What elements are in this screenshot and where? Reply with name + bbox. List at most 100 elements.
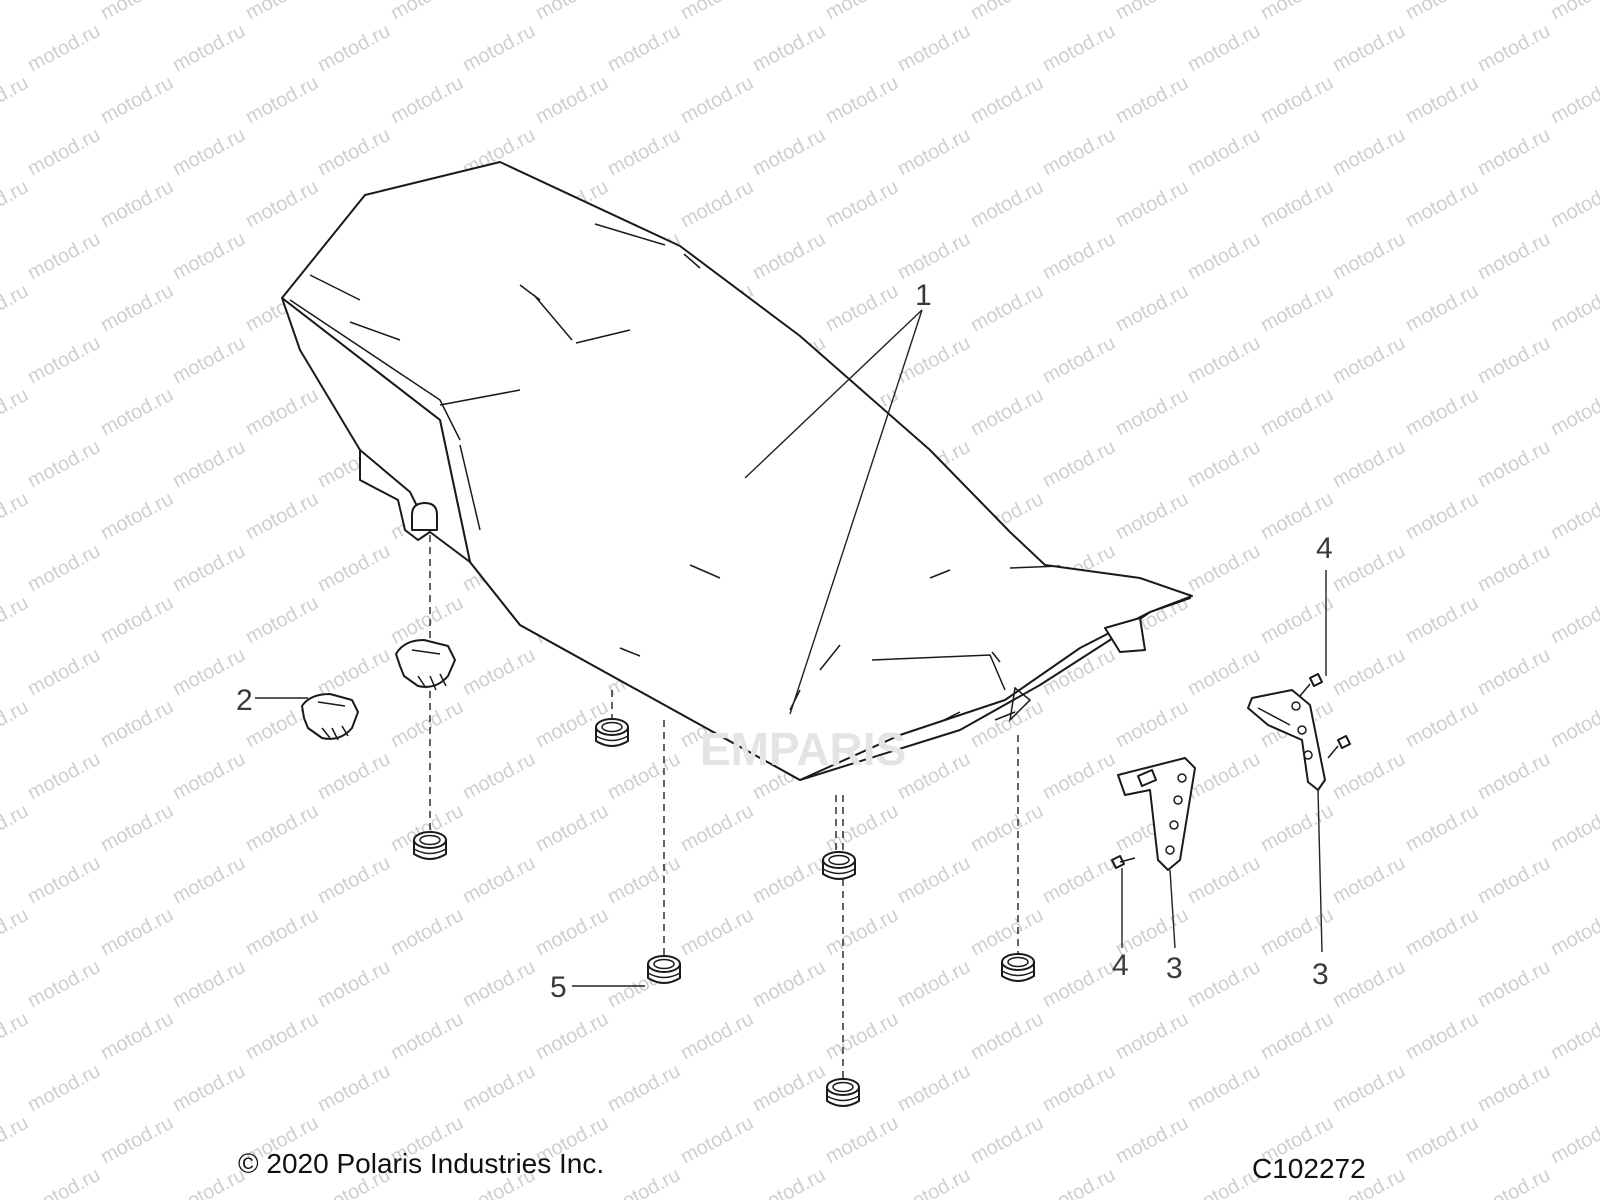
watermark-text: motod.ru (387, 1008, 467, 1064)
callout-4-upper: 4 (1316, 532, 1333, 565)
watermark-text: motod.ru (967, 384, 1047, 440)
watermark-text: motod.ru (1474, 124, 1554, 180)
watermark-text: motod.ru (749, 1164, 829, 1200)
watermark-text: motod.ru (1039, 436, 1119, 492)
watermark-text: motod.ru (169, 540, 249, 596)
watermark-text: motod.ru (822, 0, 902, 24)
watermark-text: motod.ru (1112, 488, 1192, 544)
watermark-text: motod.ru (677, 72, 757, 128)
watermark-text: motod.ru (1184, 20, 1264, 76)
watermark-text: motod.ru (1329, 748, 1409, 804)
watermark-text: motod.ru (1184, 228, 1264, 284)
watermark-text: motod.ru (169, 436, 249, 492)
watermark-text: motod.ru (677, 176, 757, 232)
watermark-text: motod.ru (0, 592, 32, 648)
watermark-text: motod.ru (1547, 1112, 1600, 1168)
watermark-text: motod.ru (1474, 540, 1554, 596)
watermark-text: motod.ru (0, 904, 32, 960)
watermark-text: motod.ru (1184, 332, 1264, 388)
watermark-text: motod.ru (314, 852, 394, 908)
watermark-text: motod.ru (1329, 436, 1409, 492)
watermark-text: motod.ru (24, 332, 104, 388)
watermark-text: motod.ru (1112, 1112, 1192, 1168)
callout-1: 1 (915, 279, 932, 312)
watermark-text: motod.ru (1184, 436, 1264, 492)
watermark-text: motod.ru (1402, 0, 1482, 24)
watermark-text: motod.ru (387, 72, 467, 128)
watermark-text: motod.ru (242, 384, 322, 440)
watermark-text: motod.ru (822, 1112, 902, 1168)
watermark-text: motod.ru (459, 644, 539, 700)
watermark-text: motod.ru (677, 800, 757, 856)
watermark-text: motod.ru (1184, 1060, 1264, 1116)
grommet (647, 955, 681, 984)
watermark-text: motod.ru (242, 904, 322, 960)
watermark-text: motod.ru (604, 748, 684, 804)
watermark-text: motod.ru (242, 72, 322, 128)
watermark-text: motod.ru (822, 904, 902, 960)
grommet (413, 831, 447, 860)
watermark-text: motod.ru (24, 748, 104, 804)
watermark-text: motod.ru (459, 748, 539, 804)
watermark-text: motod.ru (894, 1164, 974, 1200)
watermark-text: motod.ru (1184, 540, 1264, 596)
watermark-text: motod.ru (24, 1060, 104, 1116)
watermark-text: motod.ru (242, 488, 322, 544)
watermark-text: motod.ru (1402, 696, 1482, 752)
grommet (1001, 953, 1035, 982)
watermark-text: motod.ru (1547, 384, 1600, 440)
watermark-text: motod.ru (314, 1060, 394, 1116)
watermark-text: motod.ru (1402, 1008, 1482, 1064)
watermark-text: motod.ru (967, 72, 1047, 128)
watermark-text: motod.ru (169, 956, 249, 1012)
watermark-text: motod.ru (1547, 0, 1600, 24)
watermark-text: motod.ru (1547, 592, 1600, 648)
watermark-text: motod.ru (242, 176, 322, 232)
watermark-text: motod.ru (1039, 124, 1119, 180)
watermark-text: motod.ru (459, 956, 539, 1012)
watermark-text: motod.ru (314, 540, 394, 596)
callout-3-right: 3 (1312, 958, 1329, 991)
watermark-text: motod.ru (1402, 488, 1482, 544)
watermark-text: motod.ru (1257, 176, 1337, 232)
watermark-text: motod.ru (532, 72, 612, 128)
callout-labels: 1 2 3 3 4 4 5 (236, 279, 1333, 1004)
watermark-text: motod.ru (1402, 72, 1482, 128)
watermark-text: motod.ru (749, 956, 829, 1012)
watermark-text: motod.ru (1474, 1060, 1554, 1116)
watermark-text: motod.ru (967, 0, 1047, 24)
watermark-text: motod.ru (0, 0, 32, 24)
watermark-text: motod.ru (1039, 332, 1119, 388)
watermark-text: motod.ru (1257, 904, 1337, 960)
watermark-text: motod.ru (604, 1164, 684, 1200)
watermark-text: motod.ru (97, 1008, 177, 1064)
watermark-text: motod.ru (0, 384, 32, 440)
watermark-text: motod.ru (1329, 124, 1409, 180)
watermark-text: motod.ru (314, 124, 394, 180)
watermark-text: motod.ru (677, 1008, 757, 1064)
watermark-text: motod.ru (97, 0, 177, 24)
watermark-text: motod.ru (1257, 1008, 1337, 1064)
watermark-text: motod.ru (1039, 956, 1119, 1012)
watermark-text: motod.ru (24, 852, 104, 908)
watermark-text: motod.ru (24, 540, 104, 596)
bracket-part-right (1247, 689, 1326, 791)
watermark-text: motod.ru (1184, 852, 1264, 908)
watermark-text: motod.ru (459, 1060, 539, 1116)
watermark-text: motod.ru (1547, 1008, 1600, 1064)
watermark-text: motod.ru (314, 956, 394, 1012)
grommet-parts (413, 718, 1035, 1107)
grommet (822, 851, 856, 880)
watermark-text: motod.ru (1402, 1112, 1482, 1168)
callout-4-lower: 4 (1112, 949, 1129, 982)
watermark-text: motod.ru (822, 280, 902, 336)
watermark-text: motod.ru (97, 1112, 177, 1168)
watermark-text: motod.ru (97, 904, 177, 960)
watermark-text: motod.ru (894, 956, 974, 1012)
watermark-text: motod.ru (1402, 592, 1482, 648)
watermark-text: motod.ru (822, 800, 902, 856)
watermark-text: motod.ru (0, 72, 32, 128)
watermark-text: motod.ru (1112, 0, 1192, 24)
watermark-text: motod.ru (1474, 956, 1554, 1012)
watermark-text: motod.ru (604, 124, 684, 180)
